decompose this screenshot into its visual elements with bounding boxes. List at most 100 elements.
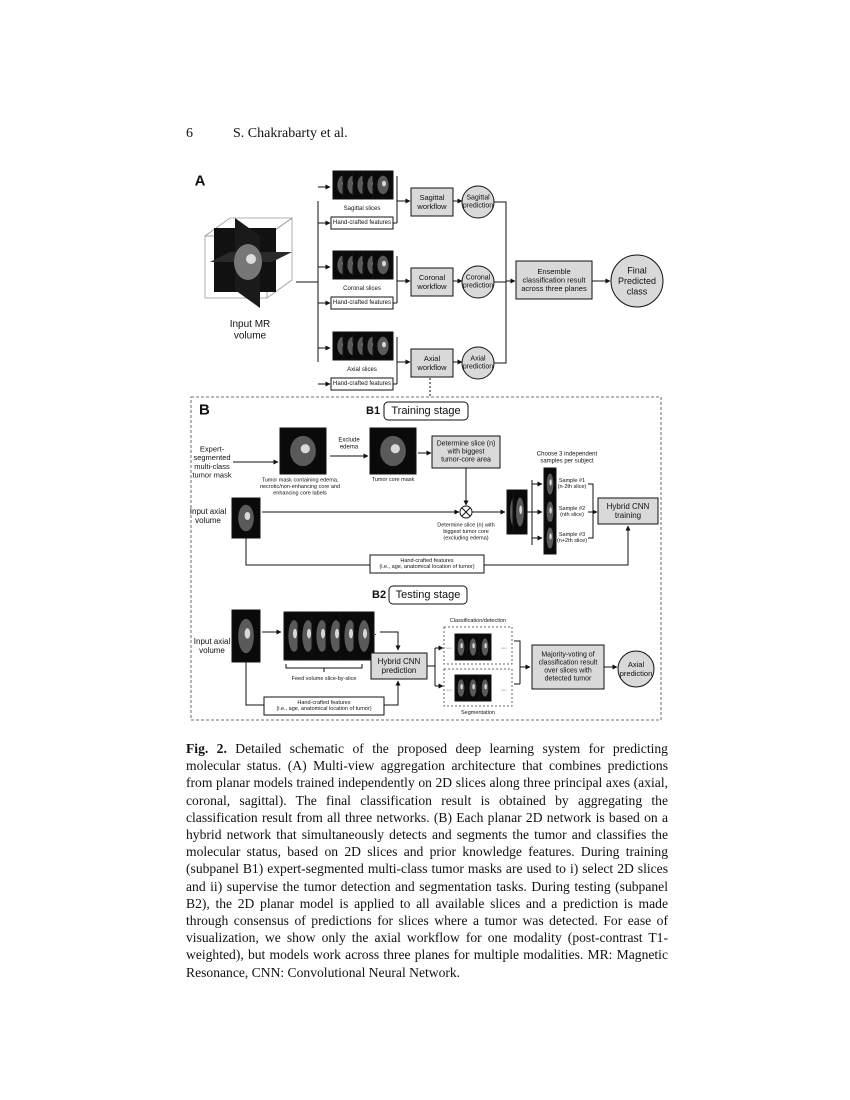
determine-slice-caption-line-2: biggest tumor core: [443, 529, 489, 535]
exclude-edema-label-line-1: Exclude: [338, 438, 360, 444]
sample-1-to-training-line: [588, 483, 594, 512]
final-predicted-class-label-line-1: Final: [627, 266, 647, 276]
sagittal-slices-stack-slice-5-tumor: [382, 180, 386, 187]
training-stage-title: Training stage: [391, 405, 460, 417]
sagittal-workflow-label-line-2: workflow: [416, 202, 447, 211]
axial-workflow-box: [410, 348, 454, 378]
sample-3-image-tumor: [549, 533, 552, 540]
volume-to-features-line: [245, 538, 370, 566]
testing-stage-box: [388, 585, 468, 605]
b2-slice-stack-slice-1-tumor: [293, 628, 297, 639]
b2-slices-ellipsis: ...: [369, 627, 377, 637]
b1-label: B1: [366, 405, 380, 417]
determine-slice-box-label-line-2: with biggest: [447, 449, 485, 456]
b2-features-to-prediction-arrow: [384, 680, 401, 706]
coronal-slices-stack-slice-5-tumor: [382, 260, 386, 267]
ensemble-box: [515, 260, 593, 300]
segmentation-label: Segmentation: [461, 710, 495, 716]
classification-ellipsis-right: ...: [501, 644, 507, 651]
classification-slice-slice-2-tumor: [472, 643, 475, 649]
determine-slice-box-label-line-1: Determine slice (n): [437, 440, 496, 447]
coronal-features-label: Hand-crafted features: [333, 300, 391, 306]
panel-a-label: A: [195, 173, 206, 190]
running-header-authors: S. Chakrabarty et al.: [233, 126, 348, 141]
sample-2-label-line-1: Sample #2: [559, 506, 585, 512]
coronal-to-ensemble-line: [494, 281, 507, 283]
handcrafted-features-b2-label-line-2: (i.e., age, anatomical location of tumor…: [276, 706, 371, 712]
ensemble-label-line-2: classification result: [523, 276, 587, 285]
ensemble-label-line-1: Ensemble: [537, 267, 570, 276]
axial-prediction-label-b2-line-2: prediction: [620, 669, 653, 678]
segmentation-ellipsis-left: ...: [446, 686, 452, 693]
segmentation-slice-slice-3-tumor: [484, 684, 487, 690]
sagittal-workflow-label-line-1: Sagittal: [419, 193, 444, 202]
final-predicted-class-label-line-3: class: [627, 286, 648, 296]
axial-to-ensemble-line: [494, 281, 507, 364]
hybrid-cnn-training-label-line-2: training: [615, 511, 641, 520]
sample-3-to-training-line: [588, 512, 594, 539]
tumor-mask-caption-line-2: necrotic/non-enhancing core and: [260, 484, 340, 490]
determine-slice-caption-line-3: (excluding edema): [443, 535, 488, 541]
majority-voting-label-line-3: over slices with: [544, 668, 592, 675]
sample-3-label-line-2: (n+2th slice): [557, 538, 587, 544]
panel-b-label: B: [199, 402, 210, 419]
handcrafted-features-b1-box: [369, 554, 485, 574]
coronal-workflow-box: [410, 267, 454, 297]
choose-samples-label-line-2: samples per subject: [540, 458, 594, 464]
selected-slice-stack-slice-2-tumor: [519, 505, 523, 515]
determine-slice-box: [431, 435, 501, 469]
caption-text: Detailed schematic of the proposed deep …: [186, 741, 668, 980]
axial-workflow-label-line-2: workflow: [416, 363, 447, 372]
majority-voting-box: [531, 644, 605, 690]
coronal-workflow-label-line-1: Coronal: [419, 273, 446, 282]
figure-caption: Fig. 2. Detailed schematic of the propos…: [186, 740, 668, 981]
b2-slice-stack-slice-5-tumor: [349, 628, 353, 639]
axial-slices-label: Axial slices: [347, 367, 377, 373]
feed-volume-brace: [285, 664, 363, 672]
axial-workflow-label-line-1: Axial: [424, 354, 441, 363]
axial-prediction-label-b2-line-1: Axial: [628, 660, 645, 669]
majority-voting-label-line-2: classification result: [539, 659, 598, 666]
final-predicted-class-label-line-2: Predicted: [618, 276, 656, 286]
sagittal-features-label: Hand-crafted features: [333, 220, 391, 226]
expert-mask-label-line-2: segmented: [193, 453, 230, 462]
multi-class-tumor-mask-image-tumor: [300, 444, 310, 454]
hybrid-cnn-prediction-box: [370, 652, 428, 680]
hybrid-cnn-training-box: [597, 497, 659, 525]
handcrafted-features-b2-box: [263, 696, 385, 716]
features-to-training-arrow: [484, 525, 631, 566]
coronal-workflow-label-line-2: workflow: [416, 282, 447, 291]
classification-ellipsis-left: ...: [446, 644, 452, 651]
handcrafted-features-b1-label-line-1: Hand-crafted features: [400, 558, 453, 564]
input-mr-volume-label-line-1: Input MR: [230, 319, 271, 330]
slices-to-prediction-arrow: [380, 631, 401, 651]
axial-features-label: Hand-crafted features: [333, 381, 391, 387]
expert-mask-label-line-1: Expert-: [200, 445, 225, 454]
training-stage-box: [383, 401, 469, 421]
input-axial-volume-b1-slice-1-tumor: [244, 512, 251, 520]
hybrid-cnn-prediction-label-line-2: prediction: [382, 666, 417, 675]
slice-select-operator-cross-2: [461, 507, 471, 517]
input-axial-volume-label-b1-line-2: volume: [195, 516, 221, 525]
tumor-mask-caption-line-3: enhancing core labels: [273, 490, 327, 496]
sagittal-to-ensemble-line: [494, 201, 507, 281]
segmentation-ellipsis-right: ...: [501, 686, 507, 693]
majority-voting-label-line-1: Majority-voting of: [541, 651, 594, 658]
axial-prediction-label-line-2: prediction: [463, 364, 493, 371]
tumor-mask-caption-line-1: Tumor mask containing edema,: [262, 478, 339, 484]
coronal-prediction-label-line-1: Coronal: [466, 274, 491, 281]
sample-1-image-tumor: [549, 479, 552, 486]
classification-detection-label: Classification/detection: [450, 618, 506, 624]
b2-label: B2: [372, 589, 386, 601]
choose-samples-label-line-1: Choose 3 independent: [537, 452, 598, 458]
sample-2-image-tumor: [549, 507, 552, 514]
segmentation-slice-slice-1-tumor: [460, 684, 463, 690]
tumor-core-mask-image-tumor: [390, 444, 400, 454]
determine-slice-caption-line-1: Determine slice (n) with: [437, 523, 494, 529]
axial-prediction-circle-b2: [617, 650, 655, 688]
expert-mask-label-line-4: tumor mask: [192, 470, 231, 479]
expert-mask-label-line-3: multi-class: [194, 462, 230, 471]
exclude-edema-label-line-2: edema: [340, 444, 359, 450]
